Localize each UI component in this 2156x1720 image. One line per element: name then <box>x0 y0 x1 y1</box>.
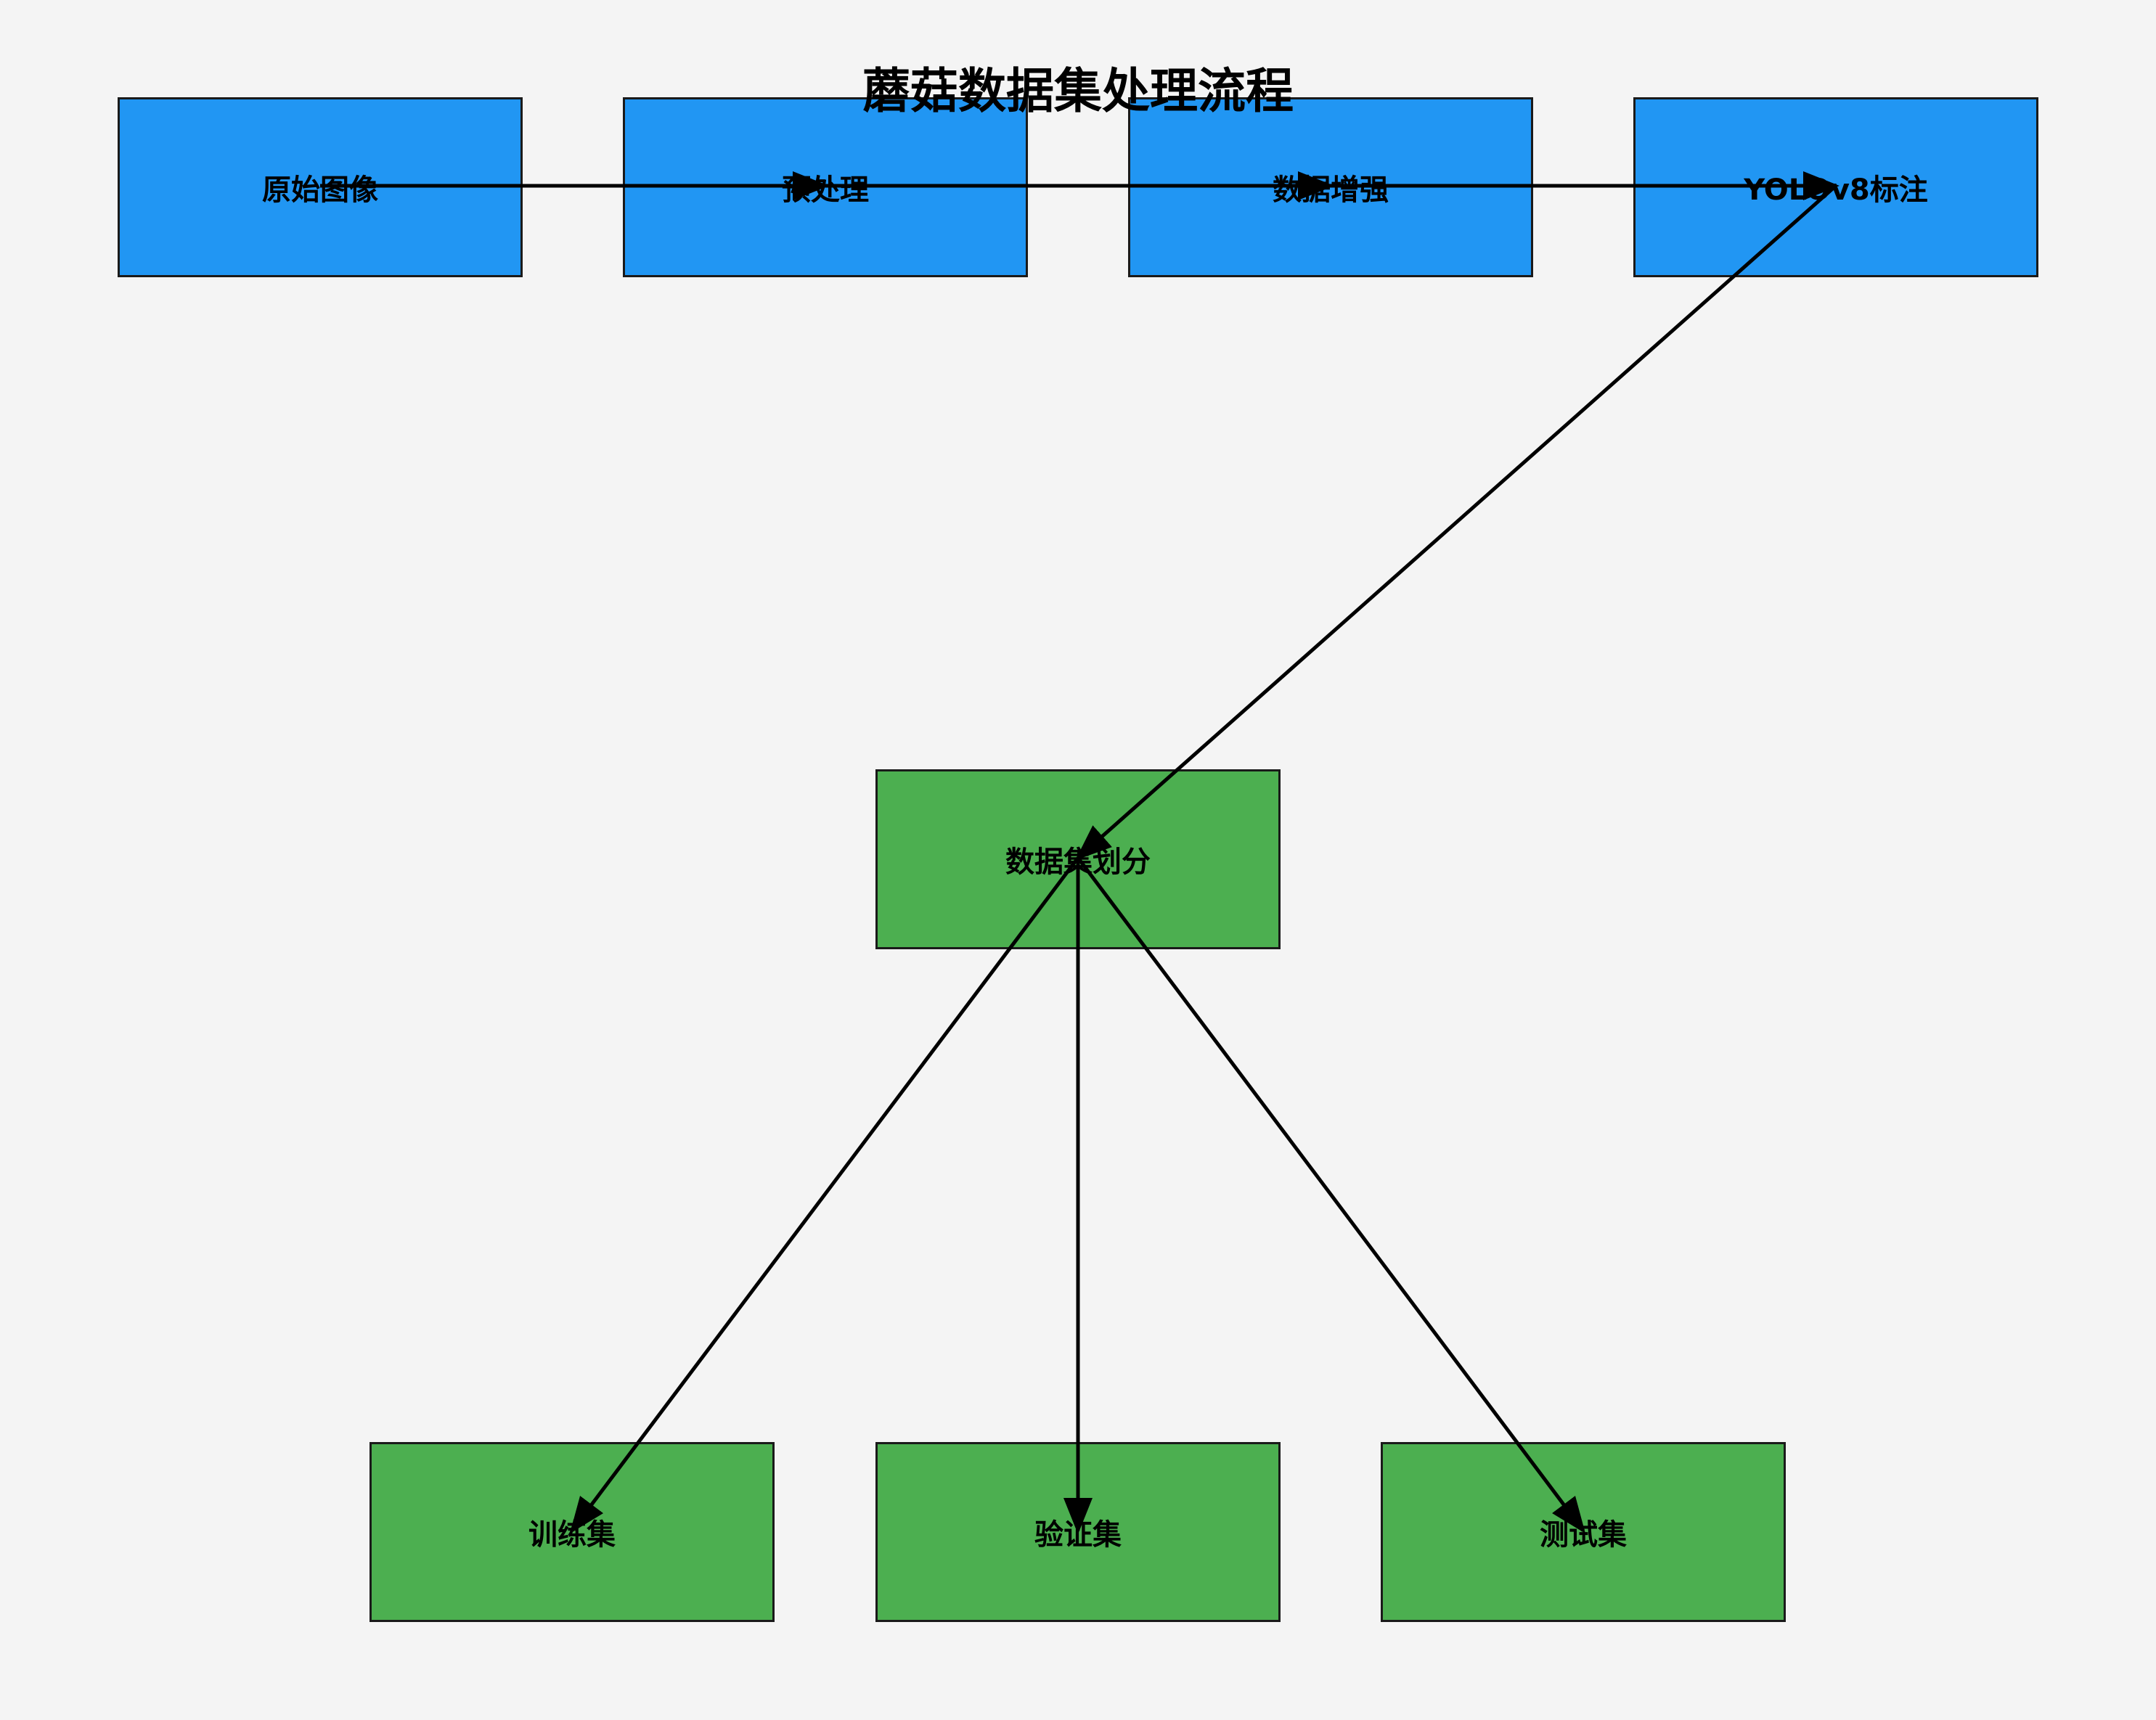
node-label-dataset-split: 数据集划分 <box>1005 845 1151 879</box>
node-label-annotation: YOLOv8标注 <box>1744 173 1928 207</box>
edge-split-to-test <box>1077 856 1586 1533</box>
node-label-test-set: 测试集 <box>1540 1518 1627 1552</box>
node-label-preprocess: 预处理 <box>782 173 869 207</box>
node-dataset-split: 数据集划分 <box>875 769 1281 949</box>
node-annotation: YOLOv8标注 <box>1633 97 2038 277</box>
node-label-raw-images: 原始图像 <box>262 173 378 207</box>
node-label-validation-set: 验证集 <box>1034 1518 1122 1552</box>
node-label-augmentation: 数据增强 <box>1273 173 1389 207</box>
node-preprocess: 预处理 <box>623 97 1028 277</box>
node-raw-images: 原始图像 <box>118 97 523 277</box>
edge-split-to-train <box>569 856 1079 1533</box>
node-augmentation: 数据增强 <box>1128 97 1533 277</box>
edge-annotation-to-split <box>1075 184 1837 861</box>
node-validation-set: 验证集 <box>875 1442 1281 1622</box>
node-train-set: 训练集 <box>369 1442 775 1622</box>
node-label-train-set: 训练集 <box>528 1518 616 1552</box>
node-test-set: 测试集 <box>1381 1442 1786 1622</box>
